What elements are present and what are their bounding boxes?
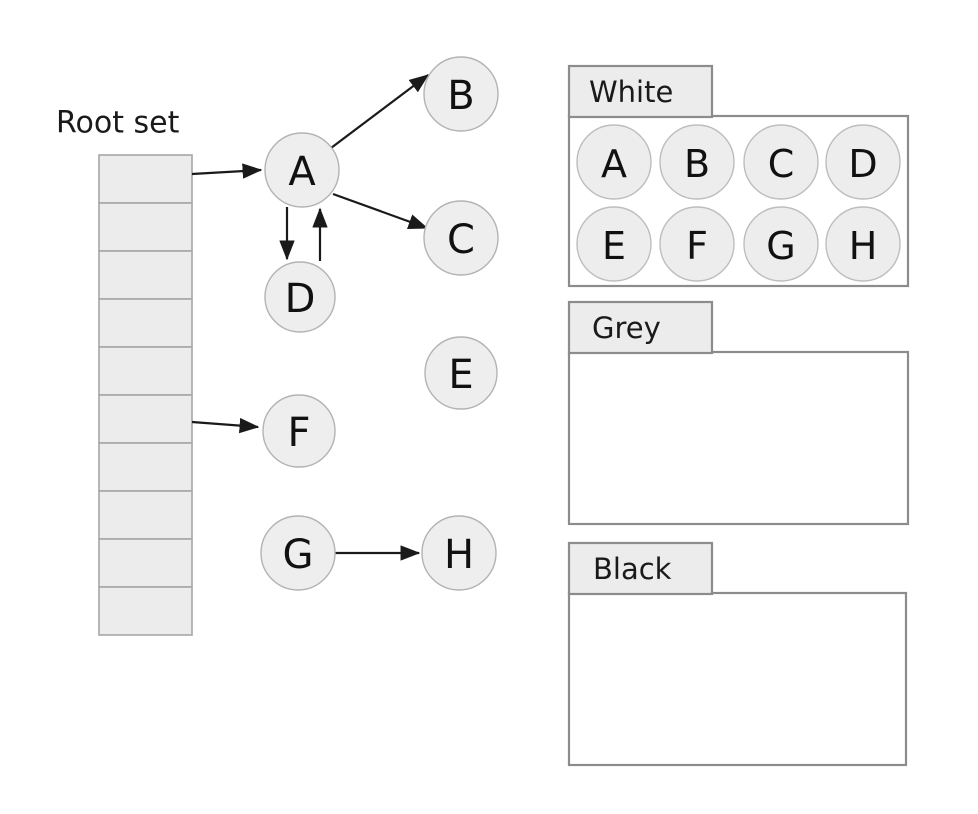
pool-grey[interactable]: Grey [567, 300, 910, 526]
root-set-cell[interactable] [98, 154, 193, 204]
root-set-cell[interactable] [98, 442, 193, 492]
pool-member-label: F [686, 224, 708, 268]
graph-node-b[interactable]: B [423, 56, 499, 132]
pool-circle[interactable] [576, 206, 652, 282]
node-label: E [448, 352, 473, 398]
pool-white-member-h[interactable]: H [825, 206, 901, 282]
pool-white-member-f[interactable]: F [659, 206, 735, 282]
edge-a-to-b [330, 74, 430, 149]
pool-grey-title: Grey [592, 311, 661, 345]
pool-white-member-c[interactable]: C [743, 124, 819, 200]
pool-circle[interactable] [659, 206, 735, 282]
pool-member-label: A [601, 142, 627, 186]
node-circle[interactable] [421, 515, 497, 591]
pool-white-member-d[interactable]: D [825, 124, 901, 200]
pool-black-body[interactable] [567, 591, 908, 767]
node-circle[interactable] [264, 132, 340, 208]
graph-nodes[interactable]: A B C D E F G [260, 56, 499, 591]
pool-grey-body[interactable] [567, 350, 910, 526]
pool-white-member-g[interactable]: G [743, 206, 819, 282]
pool-white-member-e[interactable]: E [576, 206, 652, 282]
node-circle[interactable] [264, 261, 336, 333]
pool-black[interactable]: Black [567, 541, 908, 767]
root-set-group: Root set [56, 106, 193, 636]
pool-member-label: H [849, 224, 878, 268]
pool-circle[interactable] [825, 206, 901, 282]
node-circle[interactable] [260, 515, 336, 591]
pool-circle[interactable] [743, 124, 819, 200]
node-label: B [447, 73, 474, 119]
graph-node-f[interactable]: F [262, 394, 336, 468]
node-label: H [444, 532, 474, 578]
pool-white-members[interactable]: A B C D E [576, 124, 901, 282]
root-set-cell[interactable] [98, 490, 193, 540]
root-set-cell[interactable] [98, 538, 193, 588]
root-set-cells[interactable] [98, 154, 193, 636]
graph-edges [279, 74, 430, 561]
graph-node-e[interactable]: E [424, 336, 498, 410]
node-label: C [447, 217, 475, 263]
node-circle[interactable] [423, 200, 499, 276]
graph-node-g[interactable]: G [260, 515, 336, 591]
pool-circle[interactable] [659, 124, 735, 200]
pool-black-tab[interactable] [567, 541, 714, 596]
root-set-cell[interactable] [98, 298, 193, 348]
pool-white-tab[interactable] [567, 64, 714, 119]
node-circle[interactable] [262, 394, 336, 468]
root-set-cell[interactable] [98, 394, 193, 444]
pool-member-label: D [848, 142, 877, 186]
pool-circle[interactable] [743, 206, 819, 282]
root-pointer-to-a [191, 163, 263, 179]
root-set-cell[interactable] [98, 346, 193, 396]
pool-member-label: B [684, 142, 710, 186]
pool-white-title: White [589, 75, 673, 109]
edge-a-to-c [332, 192, 429, 230]
root-pointer-to-f [191, 417, 260, 434]
pool-grey-tab[interactable] [567, 300, 714, 355]
node-label: D [285, 276, 316, 322]
pool-white-member-a[interactable]: A [576, 124, 652, 200]
pool-black-title: Black [593, 552, 672, 586]
root-pointer-edges [191, 163, 263, 434]
root-set-cell[interactable] [98, 586, 193, 636]
node-circle[interactable] [424, 336, 498, 410]
pool-circle[interactable] [825, 124, 901, 200]
root-set-cell[interactable] [98, 202, 193, 252]
graph-node-h[interactable]: H [421, 515, 497, 591]
node-label: G [283, 532, 314, 578]
pool-member-label: C [768, 142, 795, 186]
root-set-cell[interactable] [98, 250, 193, 300]
pool-white[interactable]: White A B C D [567, 64, 910, 288]
node-label: A [288, 149, 316, 195]
pool-member-label: G [766, 224, 795, 268]
pool-white-member-b[interactable]: B [659, 124, 735, 200]
graph-node-a[interactable]: A [264, 132, 340, 208]
node-circle[interactable] [423, 56, 499, 132]
pool-circle[interactable] [576, 124, 652, 200]
graph-node-d[interactable]: D [264, 261, 336, 333]
root-set-title: Root set [56, 106, 180, 141]
pool-member-label: E [602, 224, 626, 268]
graph-node-c[interactable]: C [423, 200, 499, 276]
node-label: F [287, 410, 310, 456]
